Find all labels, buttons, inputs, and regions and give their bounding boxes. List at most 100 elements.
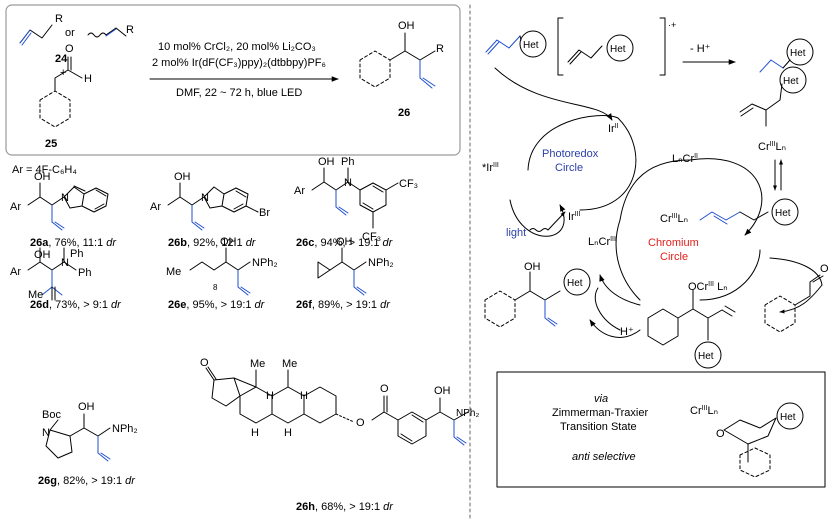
mech-radical-cation-sign: ·+ bbox=[668, 20, 676, 30]
26h-o-ketone: O bbox=[200, 357, 209, 369]
reactant-24-number: 24 bbox=[55, 53, 68, 65]
26c-cf3-top: CF₃ bbox=[399, 178, 418, 190]
mech-chromium-label-1: Chromium bbox=[648, 237, 699, 249]
mech-radical-cation bbox=[557, 17, 666, 76]
mech-minus-h: - H⁺ bbox=[690, 43, 711, 55]
conditions-line3: DMF, 22 ~ 72 h, blue LED bbox=[176, 87, 302, 99]
26h-h3: H bbox=[284, 427, 292, 439]
26f-caption: 26f, 89%, > 19:1 dr bbox=[296, 299, 391, 311]
compound-26c-structure bbox=[311, 167, 399, 229]
mech-ocr: OCrIII Lₙ bbox=[688, 281, 728, 293]
26f-oh: OH bbox=[336, 236, 353, 248]
mech-photoredox-label-1: Photoredox bbox=[542, 148, 599, 160]
compound-26h-structure bbox=[205, 366, 469, 446]
26d-ar: Ar bbox=[10, 266, 21, 278]
product-26-r: R bbox=[436, 43, 444, 55]
ts-chair-structure bbox=[723, 402, 804, 478]
26h-h4: H bbox=[300, 390, 308, 402]
26g-n: N bbox=[42, 427, 50, 439]
mech-product bbox=[484, 268, 591, 328]
mech-crotyl-cr bbox=[699, 198, 799, 226]
26h-oh: OH bbox=[434, 385, 451, 397]
reactant-25-o: O bbox=[65, 43, 74, 55]
ts-via: via bbox=[594, 393, 608, 405]
26d-caption: 26d, 73%, > 9:1 dr bbox=[30, 299, 122, 311]
26a-oh: OH bbox=[34, 171, 51, 183]
compound-26f-structure bbox=[317, 247, 367, 296]
26g-oh: OH bbox=[78, 401, 95, 413]
reaction-conditions-box bbox=[5, 4, 461, 156]
mech-lncr-ii: LₙCrII bbox=[672, 153, 698, 165]
mech-ir-iii: IrIII bbox=[568, 211, 581, 223]
product-26-number: 26 bbox=[398, 107, 410, 119]
26h-o-ester: O bbox=[356, 417, 365, 429]
26e-caption: 26e, 95%, > 19:1 dr bbox=[168, 299, 266, 311]
reactant-24-or: or bbox=[65, 27, 75, 39]
mech-lncr-iii: LₙCrIII bbox=[588, 236, 616, 248]
reactant-25-h: H bbox=[84, 73, 92, 85]
reactant-24-structure bbox=[19, 24, 127, 46]
mech-photoredox-label-2: Circle bbox=[555, 162, 583, 174]
26c-ar: Ar bbox=[294, 185, 305, 197]
mech-cr-alkoxide bbox=[647, 289, 736, 369]
26c-caption: 26c, 94%, > 19:1 dr bbox=[296, 237, 394, 249]
mech-het-1: Het bbox=[523, 40, 539, 51]
26h-me2: Me bbox=[282, 358, 297, 370]
26c-oh: OH bbox=[318, 156, 335, 168]
26h-h2: H bbox=[266, 390, 274, 402]
ts-o: O bbox=[716, 428, 725, 440]
mech-chromium-label-2: Circle bbox=[660, 251, 688, 263]
mech-allyl-cr bbox=[739, 66, 807, 127]
mech-cr-allyl: CrIIILₙ bbox=[660, 213, 688, 225]
reactant-24-r: R bbox=[55, 13, 63, 25]
mech-substrate bbox=[485, 30, 547, 58]
mech-cr-int: CrIIILₙ bbox=[758, 141, 786, 153]
ts-cr: CrIIILₙ bbox=[690, 405, 718, 417]
mech-ald-o: O bbox=[820, 263, 829, 275]
product-26-oh: OH bbox=[398, 20, 415, 32]
26h-nph2-label: NPh₂ bbox=[456, 408, 479, 419]
26c-n: N bbox=[344, 177, 352, 189]
26b-caption: 26b, 92%, 12:1 dr bbox=[168, 237, 257, 249]
ts-line1: Zimmerman-Traxier bbox=[552, 407, 648, 419]
26h-caption: 26h, 68%, > 19:1 dr bbox=[296, 501, 394, 513]
26e-nph2: NPh₂ bbox=[252, 257, 278, 269]
transition-state-box bbox=[496, 371, 826, 488]
26h-h1: H bbox=[251, 427, 259, 439]
reactant-25-structure bbox=[39, 56, 83, 128]
conditions-line2: 2 mol% Ir(dF(CF₃)ppy)₂(dtbbpy)PF₆ bbox=[152, 57, 326, 69]
26g-boc: Boc bbox=[42, 409, 61, 421]
26d-oh-label: OH bbox=[34, 249, 51, 261]
26d-ph2: Ph bbox=[78, 267, 91, 279]
26a-ar: Ar bbox=[10, 201, 21, 213]
compound-26a-structure bbox=[27, 182, 109, 231]
26e-me: Me bbox=[166, 266, 181, 278]
mech-het-2: Het bbox=[610, 44, 626, 55]
conditions-line1: 10 mol% CrCl₂, 20 mol% Li₂CO₃ bbox=[158, 41, 316, 53]
26e-sub8: 8 bbox=[213, 283, 218, 292]
26h-o-carbonyl: O bbox=[380, 383, 389, 395]
26g-caption: 26g, 82%, > 19:1 dr bbox=[38, 475, 136, 487]
compound-26d-structure bbox=[27, 247, 77, 301]
26a-caption: 26a, 76%, 11:1 dr bbox=[30, 237, 117, 249]
26g-nph2: NPh₂ bbox=[112, 423, 138, 435]
26e-oh: OH bbox=[220, 236, 237, 248]
mech-het-6: Het bbox=[698, 351, 714, 362]
plus-sign: + bbox=[60, 67, 66, 79]
compound-26e-structure bbox=[189, 247, 251, 296]
ts-het: Het bbox=[780, 412, 796, 423]
mech-het-7: Het bbox=[567, 278, 583, 289]
mech-oh: OH bbox=[524, 261, 541, 273]
26d-ph1: Ph bbox=[70, 248, 83, 260]
mech-light: light bbox=[506, 227, 526, 239]
mech-het-4: Het bbox=[783, 76, 799, 87]
chromium-cycle bbox=[689, 158, 763, 236]
mech-h-plus: H⁺ bbox=[620, 326, 634, 338]
compound-26g-structure bbox=[45, 413, 111, 462]
photoredox-cycle bbox=[527, 115, 619, 171]
mech-het-3: Het bbox=[790, 48, 806, 59]
mech-ir-ii: IrII bbox=[608, 123, 619, 135]
mech-ir-iii-star: *IrIII bbox=[482, 162, 499, 174]
26a-n: N bbox=[61, 192, 69, 204]
